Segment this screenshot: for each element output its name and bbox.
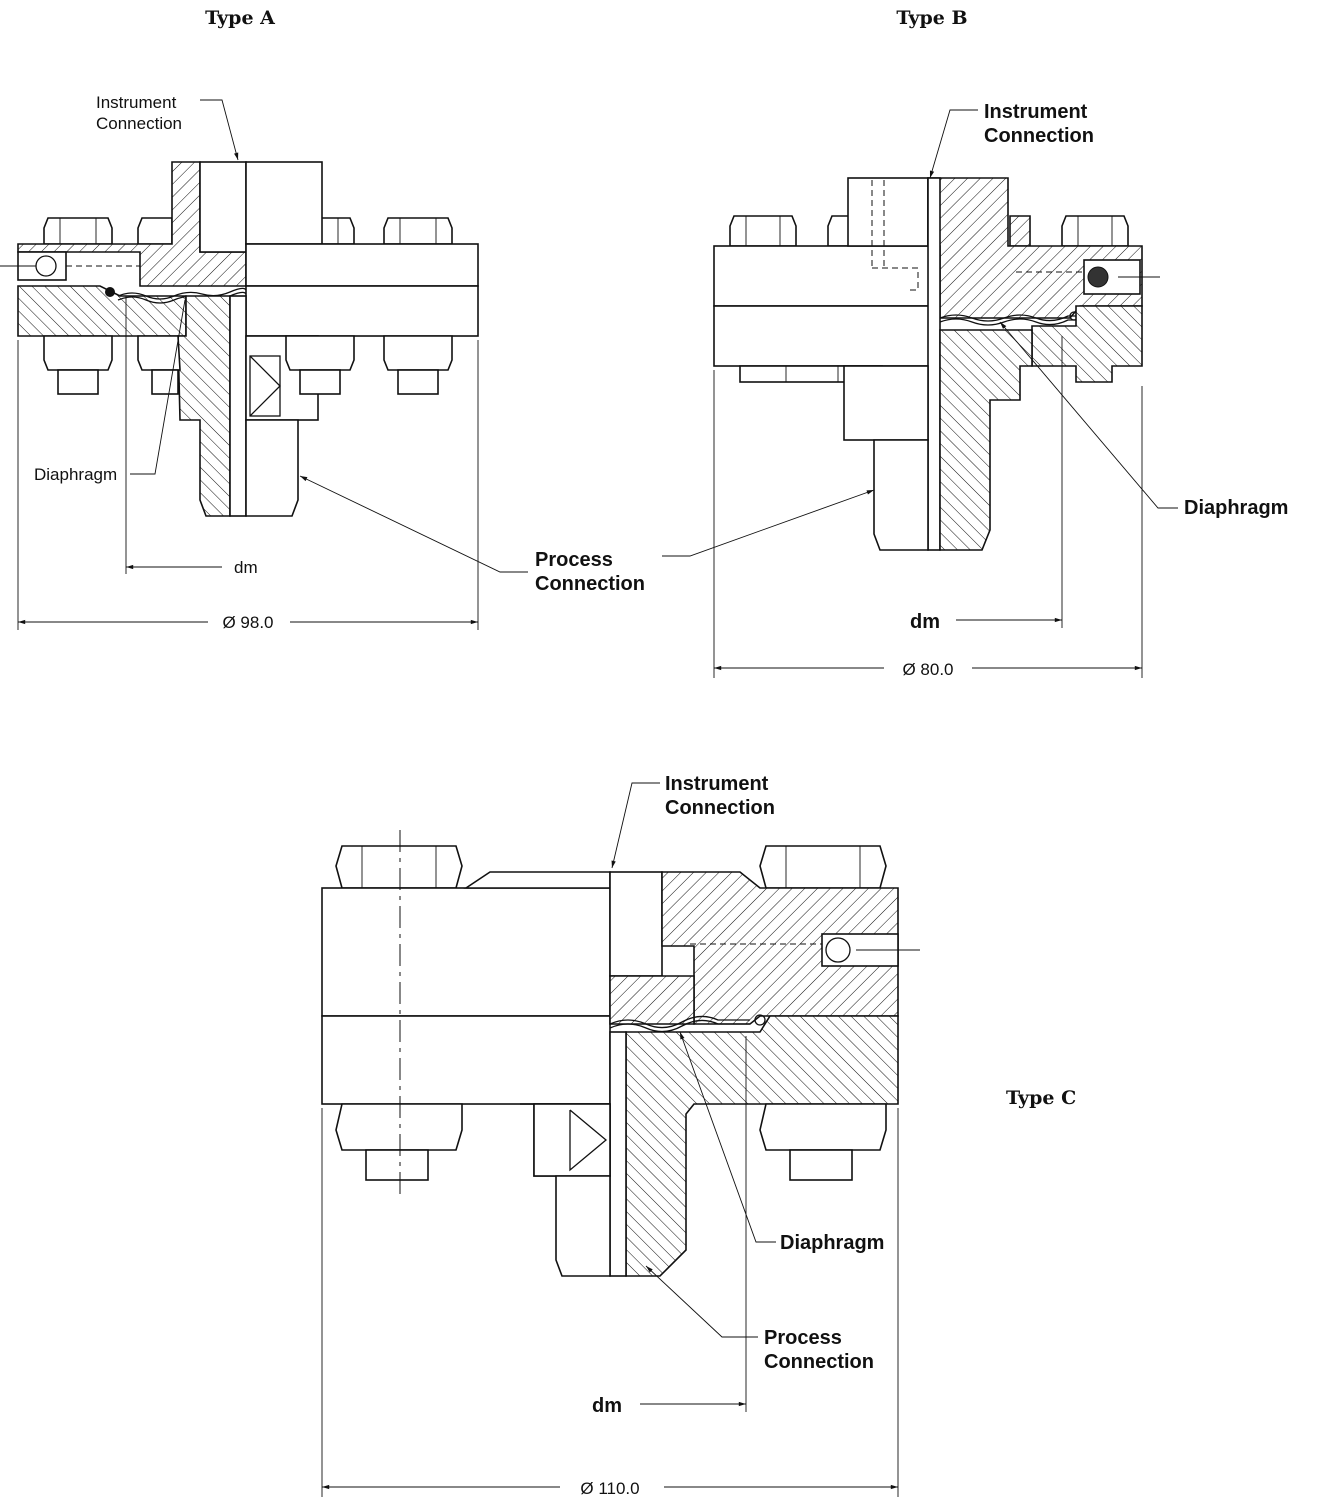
type-c-left-upper-flange: [321, 887, 611, 1017]
type-a-diaphragm: [117, 287, 247, 300]
type-c-top-bolts: [335, 845, 887, 889]
type-c-process-label-1: Process: [764, 1327, 842, 1349]
type-b-instrument-boss-left: [847, 177, 929, 247]
type-a-process-thread: [245, 419, 299, 517]
type-b-diameter-label: Ø 80.0: [902, 660, 953, 679]
type-b-diaphragm-leader: [999, 321, 1178, 509]
process-connection-label-1: Process: [535, 549, 613, 571]
type-a-lower-body: [177, 295, 231, 517]
type-b-diaphragm-label: Diaphragm: [1184, 497, 1288, 519]
type-b-lower-body: [939, 329, 1033, 551]
type-c-diaphragm: [609, 1015, 750, 1029]
type-a-diaphragm-leader: [130, 299, 186, 475]
type-c-process-leader: [645, 1265, 758, 1338]
type-c-instrument-label-2: Connection: [665, 797, 775, 819]
type-b-drawing: Type B Instrument Connection: [713, 7, 1288, 679]
type-c-diaphragm-label: Diaphragm: [780, 1232, 884, 1254]
type-a-diaphragm-label: Diaphragm: [34, 465, 117, 484]
type-c-process-thread: [555, 1175, 611, 1277]
type-a-drawing: Type A Instrument Connection: [0, 7, 479, 632]
type-c-process-label-2: Connection: [764, 1351, 874, 1373]
type-c-bottom-bolts: [335, 1103, 887, 1181]
type-c-dm-label: dm: [592, 1395, 622, 1417]
type-b-process-thread: [873, 439, 929, 551]
type-a-right-upper-flange: [245, 243, 479, 287]
type-b-title: Type B: [896, 7, 967, 29]
type-c-left-lower-flange: [321, 1015, 611, 1105]
type-b-instrument-label-1: Instrument: [984, 101, 1088, 123]
type-b-diaphragm: [939, 314, 1076, 322]
type-b-right-lower-flange: [1031, 305, 1143, 383]
type-c-boss-left: [463, 871, 611, 889]
type-c-diameter-label: Ø 110.0: [580, 1479, 639, 1498]
type-b-left-lower-flange: [713, 305, 931, 367]
type-a-diameter-label: Ø 98.0: [222, 613, 273, 632]
type-a-instrument-label-1: Instrument: [96, 93, 177, 112]
type-a-right-lower-flange: [245, 285, 479, 337]
type-c-bore: [609, 1031, 627, 1277]
type-a-instrument-bore: [199, 161, 247, 253]
type-a-o-ring: [105, 287, 115, 297]
type-c-drawing: Type C Instrument Connection: [321, 773, 1076, 1498]
type-a-bottom-bolts: [43, 335, 453, 395]
shared-process-callout: Process Connection: [299, 475, 875, 595]
type-c-instrument-leader: [611, 782, 660, 869]
type-b-ball: [1087, 266, 1109, 288]
type-c-instrument-label-1: Instrument: [665, 773, 769, 795]
type-a-instrument-leader: [200, 99, 239, 161]
type-b-upper-housing: [927, 177, 1143, 319]
type-a-left-lower-flange: [17, 285, 187, 337]
process-leader-b: [662, 489, 875, 557]
type-a-instrument-boss: [245, 161, 323, 245]
type-b-hex: [843, 365, 929, 441]
type-b-instrument-leader: [929, 109, 978, 179]
type-c-instrument-bore: [609, 871, 663, 977]
type-c-lower-body: [625, 1015, 899, 1277]
type-c-diaphragm-leader: [679, 1031, 776, 1243]
type-b-dm-label: dm: [910, 611, 940, 633]
type-a-bore: [229, 295, 247, 517]
type-c-upper-housing: [661, 871, 899, 1025]
type-a-dm-label: dm: [234, 558, 258, 577]
type-b-left-upper-flange: [713, 245, 931, 307]
type-a-instrument-label-2: Connection: [96, 114, 182, 133]
type-c-title: Type C: [1006, 1087, 1076, 1109]
process-connection-label-2: Connection: [535, 573, 645, 595]
type-c-hex: [533, 1103, 611, 1177]
type-a-title: Type A: [205, 7, 275, 29]
type-b-bore: [927, 177, 941, 551]
type-b-instrument-label-2: Connection: [984, 125, 1094, 147]
process-leader-a: [299, 475, 528, 573]
